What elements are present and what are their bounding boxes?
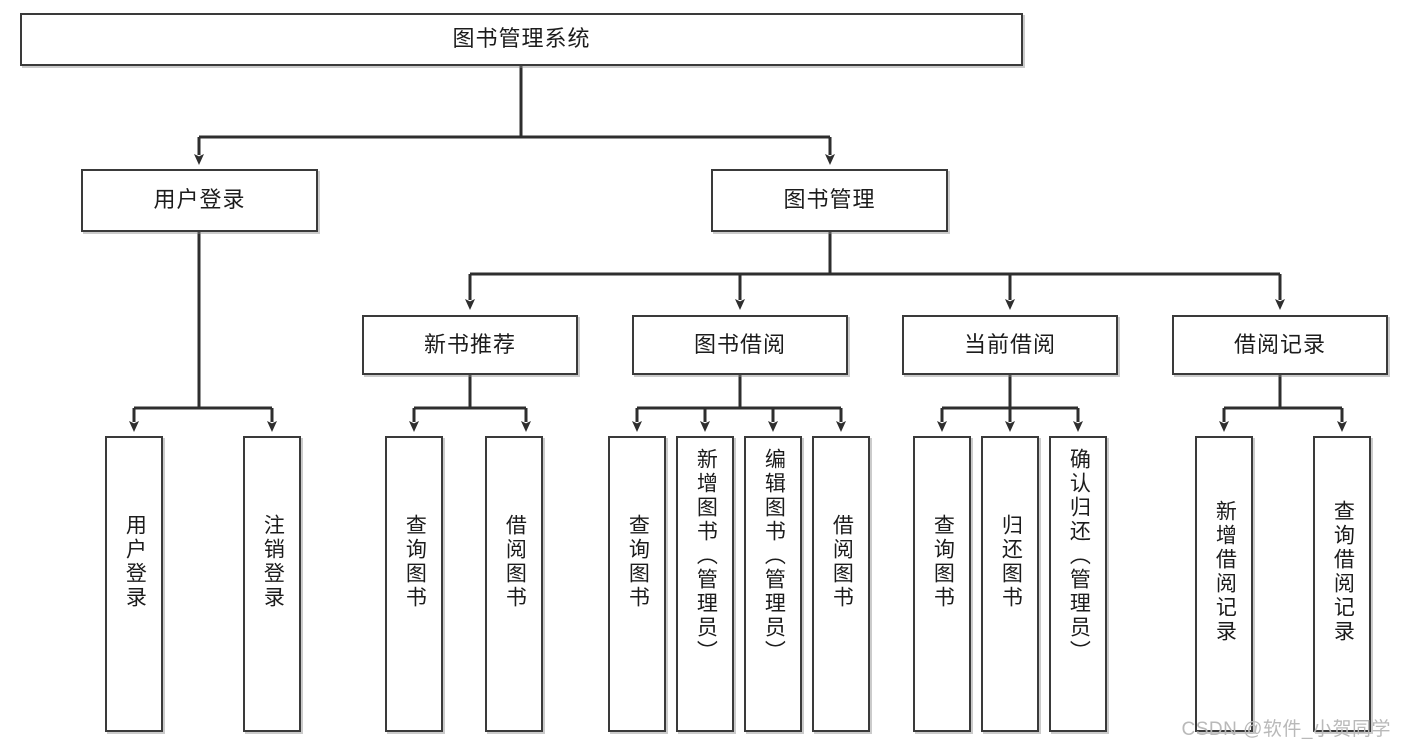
leaf-query-book-1[interactable]: 查询图书 [385, 436, 443, 732]
node-label: 查询借阅记录 [1331, 500, 1355, 644]
node-label: 查询图书 [403, 514, 427, 610]
node-label: 查询图书 [626, 514, 650, 610]
leaf-add-borrow-record[interactable]: 新增借阅记录 [1195, 436, 1253, 732]
node-label: 借阅图书 [830, 514, 854, 610]
node-user-login[interactable]: 用户登录 [81, 169, 318, 232]
node-label: 新增借阅记录 [1213, 500, 1237, 644]
leaf-return-book[interactable]: 归还图书 [981, 436, 1039, 732]
node-label: 图书借阅 [693, 331, 786, 357]
node-label: 图书管理 [783, 187, 876, 213]
leaf-confirm-return-admin[interactable]: 确认归还（管理员） [1049, 436, 1107, 732]
node-label: 用户登录 [153, 187, 246, 213]
node-root-system[interactable]: 图书管理系统 [20, 13, 1023, 66]
leaf-query-book-2[interactable]: 查询图书 [608, 436, 666, 732]
node-book-borrow[interactable]: 图书借阅 [632, 315, 848, 375]
leaf-borrow-book-1[interactable]: 借阅图书 [485, 436, 543, 732]
leaf-query-borrow-record[interactable]: 查询借阅记录 [1313, 436, 1371, 732]
node-label: 图书管理系统 [452, 26, 591, 52]
node-current-borrow[interactable]: 当前借阅 [902, 315, 1118, 375]
node-label: 借阅图书 [503, 514, 527, 610]
node-label: 用户登录 [123, 514, 147, 610]
leaf-edit-book-admin[interactable]: 编辑图书（管理员） [744, 436, 802, 732]
node-label: 编辑图书（管理员） [762, 448, 786, 664]
leaf-borrow-book-2[interactable]: 借阅图书 [812, 436, 870, 732]
leaf-user-login[interactable]: 用户登录 [105, 436, 163, 732]
leaf-add-book-admin[interactable]: 新增图书（管理员） [676, 436, 734, 732]
leaf-query-book-3[interactable]: 查询图书 [913, 436, 971, 732]
watermark-text: CSDN @软件_小贺同学 [1181, 719, 1391, 740]
node-label: 查询图书 [931, 514, 955, 610]
node-label: 归还图书 [999, 514, 1023, 610]
node-borrow-record[interactable]: 借阅记录 [1172, 315, 1388, 375]
node-new-book-recommend[interactable]: 新书推荐 [362, 315, 578, 375]
leaf-logout[interactable]: 注销登录 [243, 436, 301, 732]
node-label: 新增图书（管理员） [694, 448, 718, 664]
node-label: 注销登录 [261, 514, 285, 610]
node-label: 借阅记录 [1233, 331, 1326, 357]
node-label: 当前借阅 [963, 331, 1056, 357]
node-label: 确认归还（管理员） [1067, 448, 1091, 664]
node-label: 新书推荐 [423, 331, 516, 357]
node-book-management[interactable]: 图书管理 [711, 169, 948, 232]
